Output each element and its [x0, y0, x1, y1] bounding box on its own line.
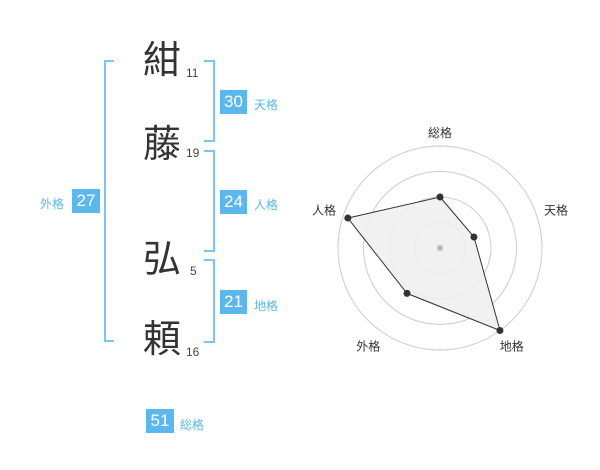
radar-ring: [363, 171, 517, 325]
stroke-count-2: 19: [186, 146, 200, 160]
jinkaku-bracket: [204, 150, 215, 252]
tenkaku-badge: 30: [220, 90, 247, 114]
name-char-2: 藤: [142, 122, 181, 166]
gaikaku-badge: 27: [72, 189, 100, 213]
jinkaku-badge: 24: [220, 190, 247, 214]
radar-axis-label: 外格: [356, 339, 380, 354]
radar-series-area: [346, 196, 501, 332]
radar-point-5: [344, 214, 352, 222]
radar-center-dot: [437, 245, 443, 251]
stroke-count-3: 5: [190, 264, 197, 278]
name-char-3: 弘: [142, 237, 181, 281]
soukaku-badge: 51: [146, 409, 174, 433]
chikaku-badge: 21: [220, 290, 247, 314]
chikaku-bracket: [204, 259, 215, 343]
radar-point-3: [496, 327, 504, 335]
soukaku-label: 総格: [180, 418, 205, 432]
radar-point-4: [403, 289, 411, 297]
name-char-1: 紺: [142, 38, 181, 82]
stroke-count-4: 16: [186, 345, 200, 359]
stroke-count-1: 11: [186, 66, 199, 80]
gaikaku-bracket: [104, 60, 114, 342]
radar-axis-label: 地格: [500, 339, 524, 354]
radar-ring: [337, 145, 543, 351]
tenkaku-label: 天格: [254, 98, 279, 112]
tenkaku-bracket: [204, 60, 215, 142]
radar-axis-label: 人格: [312, 202, 336, 217]
name-char-4: 頼: [142, 317, 181, 361]
gaikaku-label: 外格: [40, 197, 65, 211]
radar-point-2: [470, 233, 478, 241]
radar-axis-label: 総格: [428, 125, 452, 140]
chikaku-label: 地格: [254, 299, 279, 313]
radar-point-1: [436, 193, 444, 201]
radar-axis-label: 天格: [544, 202, 568, 217]
jinkaku-label: 人格: [254, 198, 279, 212]
